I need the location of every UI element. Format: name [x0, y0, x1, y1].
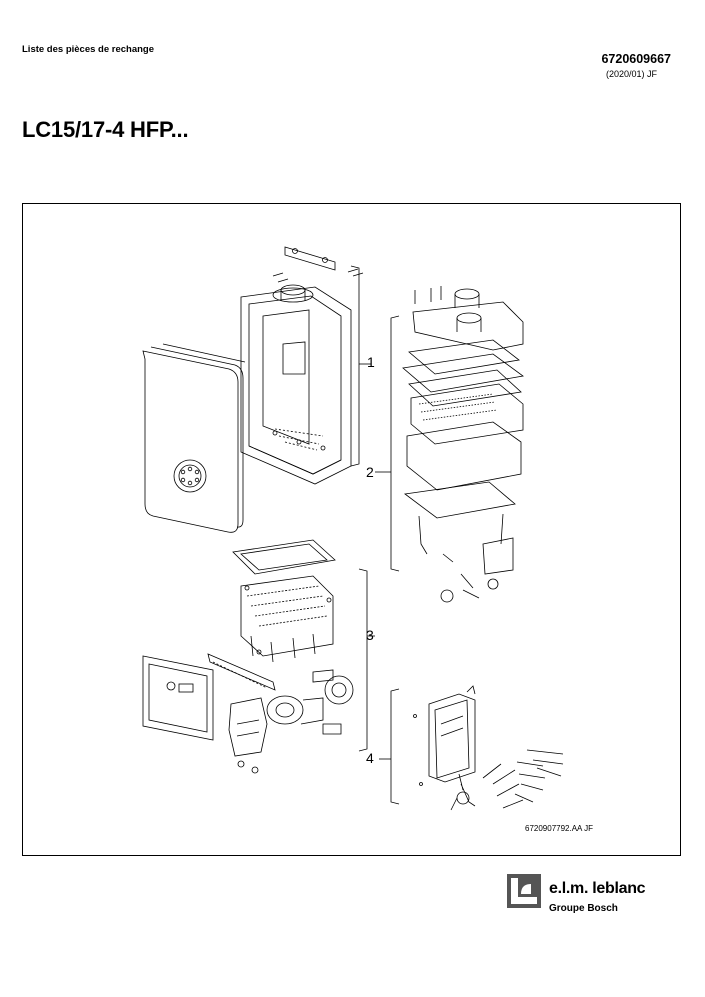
- exploded-view-diagram: [142, 246, 564, 811]
- callout-4: 4: [366, 750, 374, 766]
- page-title: LC15/17-4 HFP...: [22, 117, 189, 142]
- figure-reference: 6720907792.AA JF: [525, 824, 594, 833]
- casing-group: [142, 246, 364, 533]
- callout-2: 2: [366, 464, 374, 480]
- callout-3: 3: [366, 627, 374, 643]
- electronics-group: [390, 685, 564, 811]
- document-type: Liste des pièces de rechange: [22, 44, 155, 55]
- document-reference: 6720609667: [601, 52, 671, 66]
- brand-group: Groupe Bosch: [549, 903, 618, 914]
- brand-logo: e.l.m. leblanc Groupe Bosch: [507, 874, 677, 920]
- heat-exchanger-group: [390, 286, 524, 603]
- document-revision: (2020/01) JF: [605, 69, 657, 79]
- callout-1: 1: [367, 354, 375, 370]
- exploded-view-frame: 1 2 3 4 6720907792.AA JF: [22, 203, 681, 856]
- burner-group: [142, 539, 368, 774]
- brand-logo-icon: [507, 874, 541, 908]
- brand-name: e.l.m. leblanc: [549, 880, 646, 897]
